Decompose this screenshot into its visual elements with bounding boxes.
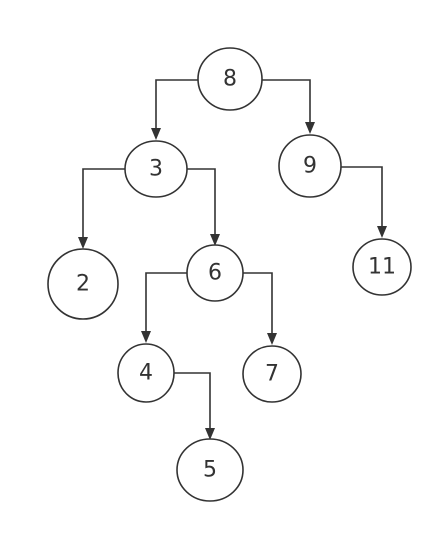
nodes-layer: 8 3 9 2 6 11 4: [47, 47, 412, 502]
node-circle: [176, 438, 244, 502]
node-label: 11: [368, 255, 396, 280]
edge-8-9-line: [261, 79, 311, 123]
tree-node: 4: [117, 343, 175, 403]
edge-3-6: [187, 168, 220, 246]
tree-node: 8: [197, 47, 263, 111]
tree-node: 11: [352, 238, 412, 296]
node-circle: [242, 345, 302, 403]
edge-3-2: [78, 168, 125, 249]
edge-3-6-line: [187, 168, 216, 235]
edge-8-3-arrowhead: [151, 128, 161, 140]
edge-8-3-line: [155, 79, 198, 129]
node-label: 8: [223, 67, 237, 92]
edge-8-3: [151, 79, 198, 140]
node-circle: [197, 47, 263, 111]
node-label: 3: [149, 157, 163, 182]
node-circle: [278, 134, 342, 198]
node-label: 4: [139, 361, 153, 386]
edges-layer: [78, 79, 387, 440]
edge-4-5-line: [174, 372, 211, 429]
edge-4-5-arrowhead: [205, 428, 215, 440]
edge-6-7-line: [243, 272, 273, 334]
node-circle: [352, 238, 412, 296]
node-circle: [186, 244, 244, 302]
edge-3-2-line: [82, 168, 125, 238]
tree-node: 3: [124, 140, 188, 198]
tree-node: 5: [176, 438, 244, 502]
node-circle: [117, 343, 175, 403]
edge-6-7-arrowhead: [267, 333, 277, 345]
edge-8-9-arrowhead: [305, 122, 315, 134]
node-label: 2: [76, 272, 90, 297]
edge-4-5: [174, 372, 215, 440]
node-circle: [47, 248, 119, 320]
edge-6-7: [243, 272, 277, 345]
node-label: 6: [208, 261, 222, 286]
edge-9-11-arrowhead: [377, 226, 387, 238]
edge-6-4-line: [145, 272, 187, 332]
edge-9-11-line: [341, 166, 383, 227]
edge-6-4: [141, 272, 187, 343]
tree-node: 6: [186, 244, 244, 302]
edge-9-11: [341, 166, 387, 238]
edge-3-2-arrowhead: [78, 237, 88, 249]
tree-node: 2: [47, 248, 119, 320]
node-label: 7: [265, 362, 279, 387]
edge-8-9: [261, 79, 315, 134]
node-label: 5: [203, 458, 217, 483]
edge-6-4-arrowhead: [141, 331, 151, 343]
node-label: 9: [303, 154, 317, 179]
node-circle: [124, 140, 188, 198]
edge-3-6-arrowhead: [210, 234, 220, 246]
tree-node: 9: [278, 134, 342, 198]
tree-node: 7: [242, 345, 302, 403]
